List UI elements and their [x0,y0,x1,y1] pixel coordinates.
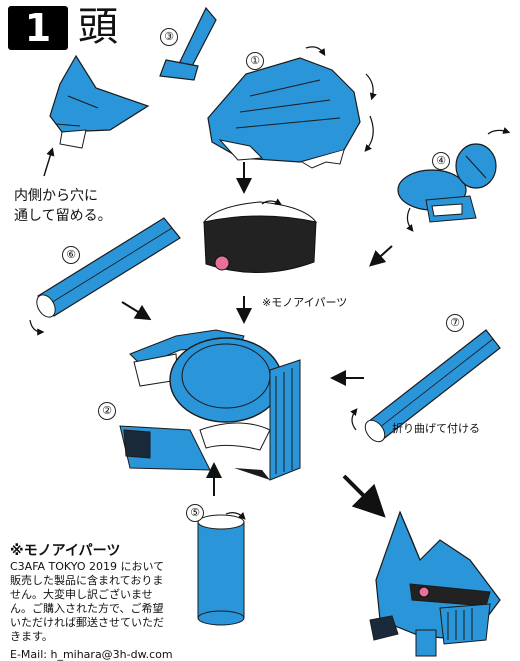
insert-note-line1: 内側から穴に [14,188,98,204]
part-1-head-top [207,57,361,169]
part-label-1: ① [246,52,264,70]
part-label-5: ⑤ [186,504,204,522]
notice-title: ※モノアイパーツ [10,543,121,559]
part-label-3: ③ [160,28,178,46]
part-5-neck [197,514,245,626]
part-label-6: ⑥ [62,246,80,264]
part-label-4: ④ [432,152,450,170]
part-6-tube [36,217,181,318]
mono-eye-band [202,201,318,274]
part-2-assembly [119,329,301,481]
part-head-front [49,54,150,149]
contact-email: E-Mail: h_mihara@3h-dw.com [10,648,173,661]
part-label-2: ② [98,402,116,420]
insert-note: 内側から穴に 通して留める。 [14,186,112,226]
fold-attach-note: 折り曲げて付ける [392,422,480,435]
finished-head [369,510,501,657]
step-title: 頭 [78,4,118,50]
part-4-cheek [397,143,497,223]
part-3-crest [159,6,217,81]
mono-eye-label: ※モノアイパーツ [262,296,348,309]
part-7-tube [364,329,501,443]
step-number-badge: 1 [8,6,68,50]
part-label-7: ⑦ [446,314,464,332]
notice-block: ※モノアイパーツ C3AFA TOKYO 2019 において販売した製品に含まれ… [10,540,173,661]
insert-note-line2: 通して留める。 [14,208,112,224]
notice-body: C3AFA TOKYO 2019 において販売した製品に含まれておりません。大変… [10,560,165,643]
